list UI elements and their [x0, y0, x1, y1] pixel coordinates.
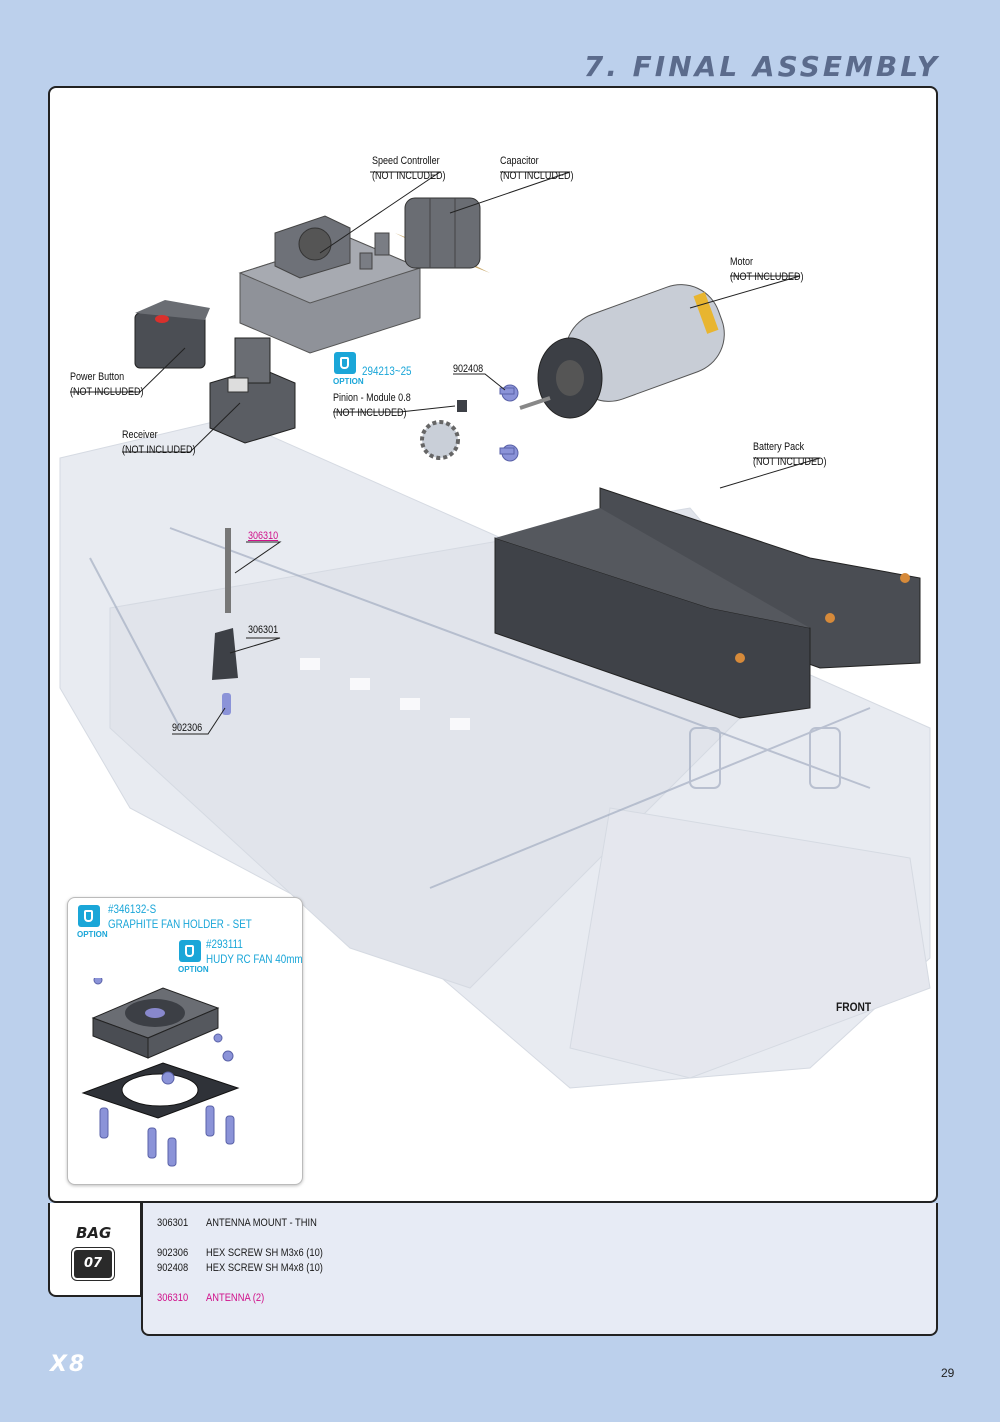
pinion-option-tag: OPTION — [333, 377, 364, 386]
x8-logo: X8 — [50, 1352, 87, 1377]
pinion-option-part: 294213~25 — [362, 364, 412, 378]
receiver-note: (NOT INCLUDED) — [122, 444, 196, 456]
battery-pack-name: Battery Pack — [753, 441, 805, 453]
fan-holder-part: #346132-S — [108, 902, 157, 916]
battery-pack-note: (NOT INCLUDED) — [753, 456, 827, 468]
pinion-screws-drawing — [499, 384, 519, 462]
capacitor-name: Capacitor — [500, 155, 539, 167]
motor-label: Motor (NOT INCLUDED) — [730, 255, 804, 285]
front-direction-label: FRONT — [836, 1000, 872, 1014]
power-button-note: (NOT INCLUDED) — [70, 386, 144, 398]
speed-controller-label: Speed Controller (NOT INCLUDED) — [372, 154, 446, 184]
leader-lines — [70, 171, 821, 735]
pinion-name: Pinion - Module 0.8 — [333, 392, 411, 404]
capacitor-drawing — [395, 197, 490, 273]
speed-controller-name: Speed Controller — [372, 155, 440, 167]
receiver-name: Receiver — [122, 429, 158, 441]
antenna-mount-drawing — [212, 628, 238, 680]
pinion-grub-drawing — [457, 400, 467, 412]
fan-holder-thumb-icon — [78, 905, 100, 927]
part-code: 902408 — [157, 1262, 189, 1274]
pinion-gear-drawing — [420, 420, 460, 460]
part-desc: ANTENNA MOUNT - THIN — [206, 1217, 317, 1229]
bag-label: BAG — [76, 1224, 112, 1242]
capacitor-note: (NOT INCLUDED) — [500, 170, 574, 182]
motor-name: Motor — [730, 256, 754, 268]
fan-assembly-drawing — [81, 978, 240, 1167]
pinion-label: Pinion - Module 0.8 (NOT INCLUDED) — [333, 391, 411, 421]
motor-note: (NOT INCLUDED) — [730, 271, 804, 283]
fan-part: #293111 — [206, 937, 243, 951]
section-title: 7. FINAL ASSEMBLY — [583, 50, 940, 83]
antenna-drawing — [225, 528, 231, 613]
fan-holder-name: GRAPHITE FAN HOLDER - SET — [108, 917, 252, 931]
speed-controller-note: (NOT INCLUDED) — [372, 170, 446, 182]
fan-holder-option-tag: OPTION — [77, 930, 108, 939]
parts-list-panel — [141, 1203, 938, 1336]
part-desc: ANTENNA (2) — [206, 1292, 265, 1304]
receiver-label: Receiver (NOT INCLUDED) — [122, 428, 196, 458]
antenna-mount-306301-label: 306301 — [248, 624, 279, 636]
fan-option-inset: OPTION #346132-S GRAPHITE FAN HOLDER - S… — [67, 897, 303, 1185]
pinion-note: (NOT INCLUDED) — [333, 407, 407, 419]
fan-thumb-icon — [179, 940, 201, 962]
power-button-name: Power Button — [70, 371, 125, 383]
power-button-label: Power Button (NOT INCLUDED) — [70, 370, 144, 400]
bag-number-badge: 07 — [74, 1250, 112, 1278]
speed-controller-drawing — [238, 215, 422, 354]
receiver-drawing — [209, 337, 296, 444]
motor-drawing — [519, 284, 725, 419]
fan-option-tag: OPTION — [178, 965, 209, 974]
capacitor-label: Capacitor (NOT INCLUDED) — [500, 154, 574, 184]
part-code: 306301 — [157, 1217, 189, 1229]
battery-pack-label: Battery Pack (NOT INCLUDED) — [753, 440, 827, 470]
chassis-details — [89, 527, 871, 889]
fan-holder-title: #346132-S GRAPHITE FAN HOLDER - SET — [108, 902, 252, 932]
chassis-slots — [300, 658, 470, 730]
page-number: 29 — [941, 1366, 955, 1380]
screw-902408-label: 902408 — [453, 363, 484, 375]
part-code: 306310 — [157, 1292, 189, 1304]
fan-name: HUDY RC FAN 40mm — [206, 952, 303, 966]
antenna-306310-label: 306310 — [248, 530, 279, 542]
battery-pack-drawing — [494, 487, 921, 719]
screw-902306-label: 902306 — [172, 722, 203, 734]
part-desc: HEX SCREW SH M4x8 (10) — [206, 1262, 323, 1274]
fan-title: #293111 HUDY RC FAN 40mm — [206, 937, 303, 967]
part-code: 902306 — [157, 1247, 189, 1259]
pinion-option-thumb-icon — [334, 352, 356, 374]
power-button-drawing — [134, 300, 210, 369]
assembly-illustration — [59, 171, 931, 1089]
part-desc: HEX SCREW SH M3x6 (10) — [206, 1247, 323, 1259]
antenna-screw-drawing — [222, 693, 231, 715]
